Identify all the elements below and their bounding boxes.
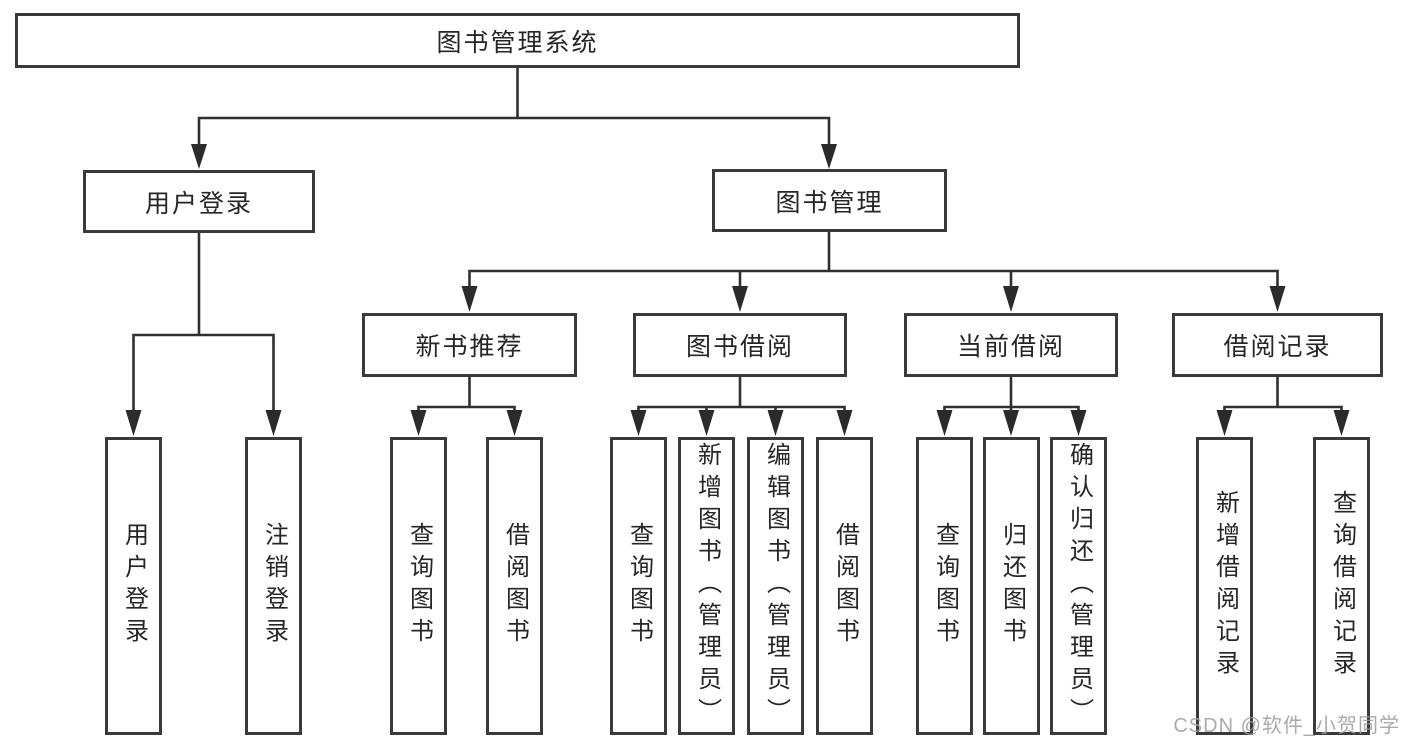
node-label: 查询图书 bbox=[405, 522, 433, 650]
arrow-down-icon bbox=[410, 410, 427, 436]
node-label: 图书管理 bbox=[775, 188, 884, 217]
leaf-borrow-books-recommend: 借阅图书 bbox=[486, 437, 543, 735]
leaf-query-books-current: 查询图书 bbox=[916, 437, 973, 735]
node-label: 借阅图书 bbox=[501, 522, 529, 650]
leaf-borrow-books: 借阅图书 bbox=[816, 437, 873, 735]
node-new-book-recommend: 新书推荐 bbox=[362, 313, 577, 377]
leaf-add-books-admin: 新增图书（管理员） bbox=[678, 437, 735, 735]
leaf-query-books-borrow: 查询图书 bbox=[610, 437, 667, 735]
arrow-down-icon bbox=[1003, 410, 1019, 436]
arrow-down-icon bbox=[1070, 410, 1087, 436]
arrow-down-icon bbox=[461, 286, 478, 312]
node-current-borrowing: 当前借阅 bbox=[904, 313, 1118, 377]
arrow-down-icon bbox=[125, 410, 142, 436]
arrow-down-icon bbox=[1269, 286, 1286, 312]
node-label: 用户登录 bbox=[144, 189, 253, 218]
node-label: 查询图书 bbox=[931, 522, 959, 650]
arrow-down-icon bbox=[630, 410, 647, 436]
arrow-down-icon bbox=[1216, 410, 1233, 436]
node-label: 借阅图书 bbox=[831, 522, 859, 650]
node-user-login: 用户登录 bbox=[83, 170, 315, 233]
leaf-user-login: 用户登录 bbox=[105, 437, 162, 735]
leaf-logout: 注销登录 bbox=[245, 437, 302, 735]
arrow-down-icon bbox=[265, 410, 282, 436]
arrow-down-icon bbox=[732, 286, 748, 312]
leaf-add-borrow-record: 新增借阅记录 bbox=[1196, 437, 1253, 735]
arrow-down-icon bbox=[698, 410, 715, 436]
node-label: 编辑图书（管理员） bbox=[762, 442, 790, 730]
node-label: 当前借阅 bbox=[956, 333, 1065, 361]
node-library-system: 图书管理系统 bbox=[15, 13, 1020, 68]
node-label: 用户登录 bbox=[120, 522, 148, 650]
arrow-down-icon bbox=[506, 410, 523, 436]
arrowhead-icons bbox=[125, 144, 1350, 436]
leaf-edit-books-admin: 编辑图书（管理员） bbox=[747, 437, 804, 735]
connector-group bbox=[132, 68, 1343, 411]
node-label: 新书推荐 bbox=[415, 333, 524, 361]
leaf-query-borrow-record: 查询借阅记录 bbox=[1313, 437, 1370, 735]
arrow-down-icon bbox=[1333, 410, 1350, 436]
leaf-return-books: 归还图书 bbox=[983, 437, 1040, 735]
node-label: 新增图书（管理员） bbox=[693, 442, 721, 730]
node-borrowing-records: 借阅记录 bbox=[1172, 313, 1383, 377]
arrow-down-icon bbox=[767, 410, 784, 436]
csdn-watermark: CSDN @软件_小贺同学 bbox=[1173, 715, 1400, 737]
arrow-down-icon bbox=[1003, 286, 1019, 312]
node-book-management: 图书管理 bbox=[712, 169, 947, 232]
leaf-confirm-return-admin: 确认归还（管理员） bbox=[1050, 437, 1107, 735]
arrow-down-icon bbox=[191, 144, 207, 169]
leaf-query-books-recommend: 查询图书 bbox=[390, 437, 447, 735]
node-label: 新增借阅记录 bbox=[1211, 490, 1239, 682]
node-label: 查询借阅记录 bbox=[1328, 490, 1356, 682]
node-label: 注销登录 bbox=[260, 522, 288, 650]
arrow-down-icon bbox=[936, 410, 953, 436]
node-label: 查询图书 bbox=[625, 522, 653, 650]
arrow-down-icon bbox=[821, 144, 837, 169]
node-book-borrowing: 图书借阅 bbox=[633, 313, 847, 377]
node-label: 确认归还（管理员） bbox=[1065, 442, 1093, 730]
node-label: 借阅记录 bbox=[1223, 333, 1332, 361]
node-label: 归还图书 bbox=[998, 522, 1026, 650]
node-label: 图书管理系统 bbox=[436, 28, 599, 57]
arrow-down-icon bbox=[836, 410, 853, 436]
node-label: 图书借阅 bbox=[685, 333, 794, 361]
